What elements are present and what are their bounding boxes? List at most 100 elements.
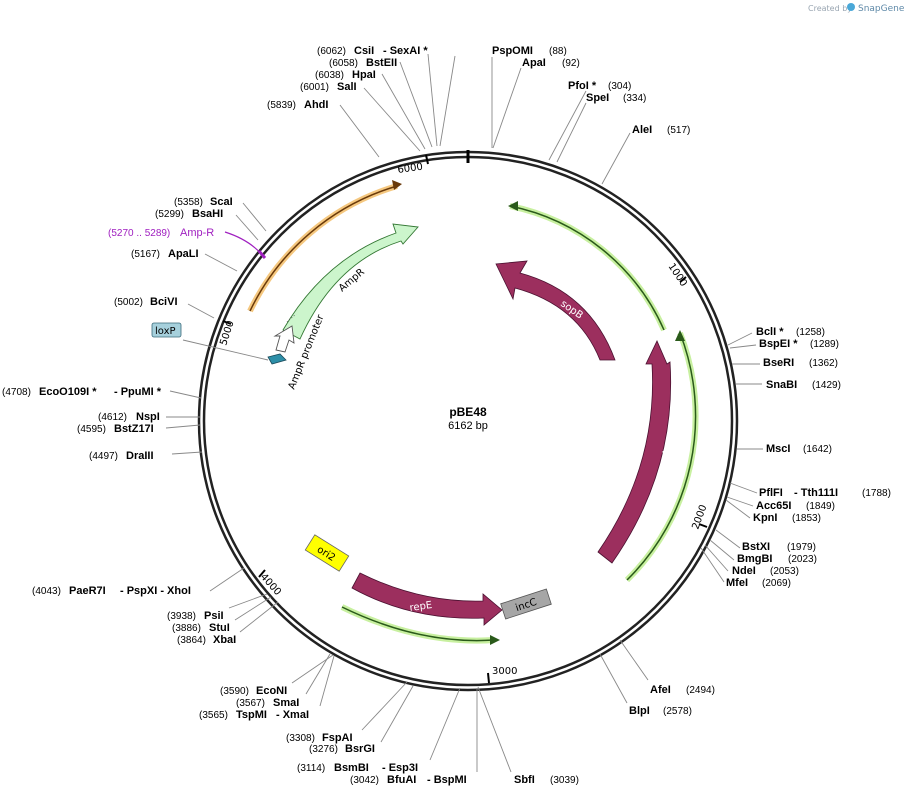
credit-brand: SnapGene: [858, 4, 905, 14]
site-alei-position: (517): [667, 125, 690, 136]
feature-ori2[interactable]: ori2: [304, 534, 350, 572]
site-leader-line: [209, 567, 245, 592]
site-bfuai[interactable]: (3042)BfuAI- BspMI: [350, 774, 467, 786]
site-bcli[interactable]: BclI *(1258): [756, 326, 825, 338]
site-psii[interactable]: (3938)PsiI: [167, 610, 224, 622]
site-psii-label: PsiI: [204, 610, 224, 622]
site-ahdi[interactable]: (5839)AhdI: [267, 99, 328, 111]
site-econi-label: EcoNI: [256, 685, 287, 697]
arc-right-lower: [626, 332, 697, 581]
site-msci-position: (1642): [803, 444, 832, 455]
site-bmgbi-label: BmgBI: [737, 553, 772, 565]
site-tspmi-label: TspMI: [236, 709, 267, 721]
primer-range: (5270 .. 5289): [108, 228, 170, 239]
feature-sopa[interactable]: [597, 340, 672, 564]
site-acc65i[interactable]: Acc65I(1849): [756, 500, 835, 512]
site-kpni[interactable]: KpnI(1853): [753, 512, 821, 524]
site-bfuai-label: BfuAI: [387, 774, 416, 786]
arc-right-upper-arrow: [508, 201, 518, 211]
site-csii[interactable]: (6062)CsiI- SexAI *: [317, 45, 428, 57]
feature-incc[interactable]: incC: [500, 588, 552, 620]
site-blpi-position: (2578): [663, 706, 692, 717]
site-leader-line: [727, 332, 753, 346]
site-mfei[interactable]: MfeI(2069): [726, 577, 791, 589]
site-stui-position: (3886): [172, 623, 201, 634]
site-afei[interactable]: AfeI(2494): [650, 684, 715, 696]
site-bsmbi-label: - Esp3I: [382, 762, 418, 774]
site-nspi[interactable]: (4612)NspI: [98, 411, 160, 423]
tick-1000: [679, 276, 687, 283]
site-pspomi[interactable]: PspOMI(88): [492, 45, 567, 57]
site-tspmi[interactable]: (3565)TspMI- XmaI: [199, 709, 309, 721]
site-leader-line: [429, 687, 461, 761]
site-bfuai-label: - BspMI: [427, 774, 467, 786]
feature-repe[interactable]: [351, 572, 503, 626]
site-apali-position: (5167): [131, 249, 160, 260]
site-smai-position: (3567): [236, 698, 265, 709]
site-draiii[interactable]: (4497)DraIII: [89, 450, 154, 462]
site-alei[interactable]: AleI (517): [632, 124, 690, 136]
site-smai[interactable]: (3567) SmaI: [236, 697, 299, 709]
feature-ori2-box: [304, 534, 350, 572]
site-econi[interactable]: (3590)EcoNI: [220, 685, 287, 697]
feature-ampr-promoter[interactable]: [273, 325, 295, 353]
site-xbai[interactable]: (3864)XbaI: [177, 634, 236, 646]
site-bcivi-position: (5002): [114, 297, 143, 308]
site-hpai[interactable]: (6038)HpaI: [315, 69, 376, 81]
site-eco0109i[interactable]: (4708)EcoO109I *- PpuMI *: [2, 386, 162, 398]
site-bsrgi-label: BsrGI: [345, 743, 375, 755]
feature-loxp-label: loxP: [155, 326, 176, 337]
site-bsahi[interactable]: (5299)BsaHI: [155, 208, 223, 220]
site-leader-line: [169, 390, 202, 399]
site-snabi[interactable]: SnaBI(1429): [766, 379, 841, 391]
site-alei-label: AleI: [632, 124, 652, 136]
site-sbfi[interactable]: SbfI(3039): [514, 774, 579, 786]
site-bstxi[interactable]: BstXI(1979): [742, 541, 816, 553]
site-apai[interactable]: ApaI(92): [522, 57, 580, 69]
site-sali[interactable]: (6001)SalI: [300, 81, 357, 93]
site-fspai[interactable]: (3308)FspAI: [286, 732, 353, 744]
site-csii-label: - SexAI *: [383, 45, 428, 57]
site-paer7i-position: (4043): [32, 586, 61, 597]
tick-label-5000: 5000: [218, 319, 236, 347]
feature-ampr[interactable]: [282, 223, 419, 340]
site-draiii-label: DraIII: [126, 450, 154, 462]
site-paer7i[interactable]: (4043)PaeR7I- PspXI - XhoI: [32, 585, 191, 597]
site-bstz17i[interactable]: (4595)BstZ17I: [77, 423, 154, 435]
site-leader-line: [704, 544, 729, 572]
site-bsteii[interactable]: (6058)BstEII: [329, 57, 397, 69]
feature-repe-label: repE: [409, 600, 433, 614]
site-bsrgi[interactable]: (3276)BsrGI: [309, 743, 375, 755]
site-pflfi-label: - Tth111I: [794, 487, 838, 499]
site-ndei-position: (2053): [770, 566, 799, 577]
site-leader-line: [319, 655, 335, 707]
site-apali[interactable]: (5167)ApaLI: [131, 248, 199, 260]
site-spei[interactable]: SpeI(334): [586, 92, 646, 104]
site-bspei[interactable]: BspEI *(1289): [759, 338, 839, 350]
site-stui[interactable]: (3886)StuI: [172, 622, 230, 634]
site-xbai-label: XbaI: [213, 634, 236, 646]
site-scai[interactable]: (5358)ScaI: [174, 196, 233, 208]
site-blpi[interactable]: BlpI(2578): [629, 705, 692, 717]
site-pflfi[interactable]: PflFI- Tth111I(1788): [759, 487, 891, 499]
site-msci[interactable]: MscI(1642): [766, 443, 832, 455]
site-leader-line: [619, 639, 649, 681]
site-ndei[interactable]: NdeI(2053): [732, 565, 799, 577]
site-bmgbi[interactable]: BmgBI(2023): [737, 553, 817, 565]
site-bsmbi[interactable]: (3114)BsmBI- Esp3I: [297, 762, 418, 774]
site-pfoi[interactable]: PfoI *(304): [568, 80, 631, 92]
feature-loxp[interactable]: [267, 353, 287, 365]
site-smai-label: SmaI: [273, 697, 299, 709]
feature-sopb[interactable]: [495, 260, 616, 361]
site-csii-label: CsiI: [354, 45, 374, 57]
primer-label[interactable]: (5270 .. 5289) Amp-R: [108, 227, 214, 239]
site-hpai-position: (6038): [315, 70, 344, 81]
site-pflfi-label: PflFI: [759, 487, 783, 499]
site-bstxi-label: BstXI: [742, 541, 770, 553]
site-bcivi[interactable]: (5002)BciVI: [114, 296, 178, 308]
arc-left: [249, 185, 398, 312]
site-leader-line: [228, 593, 268, 609]
site-bseri[interactable]: BseRI(1362): [763, 357, 838, 369]
site-nspi-label: NspI: [136, 411, 160, 423]
